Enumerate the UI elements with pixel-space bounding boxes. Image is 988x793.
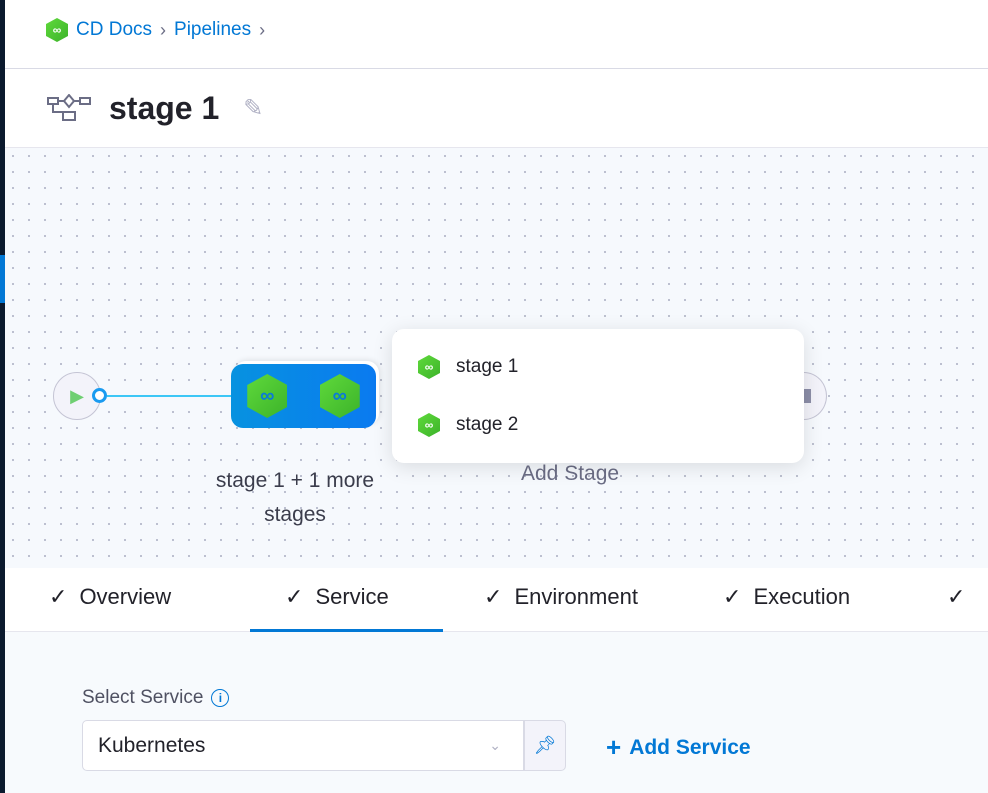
stages-popover: ∞ stage 1 ∞ stage 2 [392,329,804,463]
pipeline-canvas[interactable]: ▶ ∞ ∞ stage 1 + 1 more stages Add Stage … [5,148,988,568]
breadcrumb: ∞ CD Docs › Pipelines › [46,18,265,42]
stage-icon: ∞ [418,355,440,379]
chevron-right-icon: › [259,19,266,40]
popover-item-label: stage 2 [456,414,519,435]
select-service-label: Select Service [82,687,204,708]
page-title: stage 1 [109,89,220,126]
popover-item-stage-1[interactable]: ∞ stage 1 [418,355,518,379]
tab-overview[interactable]: ✓ Overview [49,584,171,610]
check-icon: ✓ [484,584,503,609]
breadcrumb-pipelines[interactable]: Pipelines [174,19,252,40]
stage-header: stage 1 ✎ [5,68,988,148]
pipeline-stage-icon [47,94,91,121]
connector-line [107,395,231,397]
popover-item-label: stage 1 [456,356,519,377]
add-service-label: Add Service [629,735,751,759]
service-select-value: Kubernetes [98,733,206,757]
tab-advanced-partial[interactable]: ✓ [947,584,965,610]
tab-environment[interactable]: ✓ Environment [484,584,638,610]
tab-label: Overview [79,584,172,609]
check-icon: ✓ [723,584,742,609]
info-icon[interactable]: i [211,689,230,707]
popover-item-stage-2[interactable]: ∞ stage 2 [418,413,518,437]
service-select[interactable]: Kubernetes ⌄ [82,720,524,771]
tab-label: Environment [514,584,638,609]
check-icon: ✓ [49,584,68,609]
tab-execution[interactable]: ✓ Execution [723,584,850,610]
add-service-button[interactable]: + Add Service [606,732,751,763]
tab-label: Execution [753,584,851,609]
active-tab-underline [250,629,443,632]
service-panel: Select Service i Kubernetes ⌄ 📌︎ + Add S… [5,632,988,793]
tab-label: Service [315,584,389,609]
sidebar [0,0,5,793]
sidebar-active-indicator [0,255,5,303]
stage-icon: ∞ [418,413,440,437]
stage-group-label: stage 1 + 1 more stages [215,469,375,526]
chevron-down-icon: ⌄ [489,737,501,753]
check-icon: ✓ [285,584,304,609]
check-icon: ✓ [947,584,966,609]
edit-pencil-icon[interactable]: ✎ [243,94,264,122]
stage-tabs: ✓ Overview ✓ Service ✓ Environment ✓ Executi… [5,568,988,632]
cd-module-icon: ∞ [46,18,68,42]
stage-2-icon: ∞ [319,374,360,418]
start-connector-dot [92,388,107,403]
chevron-right-icon: › [160,19,167,40]
pin-icon: 📌︎ [533,735,557,755]
tab-service[interactable]: ✓ Service [285,584,389,610]
pin-button[interactable]: 📌︎ [524,720,566,771]
add-stage-label[interactable]: Add Stage [521,462,620,485]
stage-group-node[interactable]: ∞ ∞ [231,364,376,428]
breadcrumb-cd-docs[interactable]: CD Docs [76,19,153,40]
stage-1-icon: ∞ [247,374,288,418]
plus-icon: + [606,732,622,762]
